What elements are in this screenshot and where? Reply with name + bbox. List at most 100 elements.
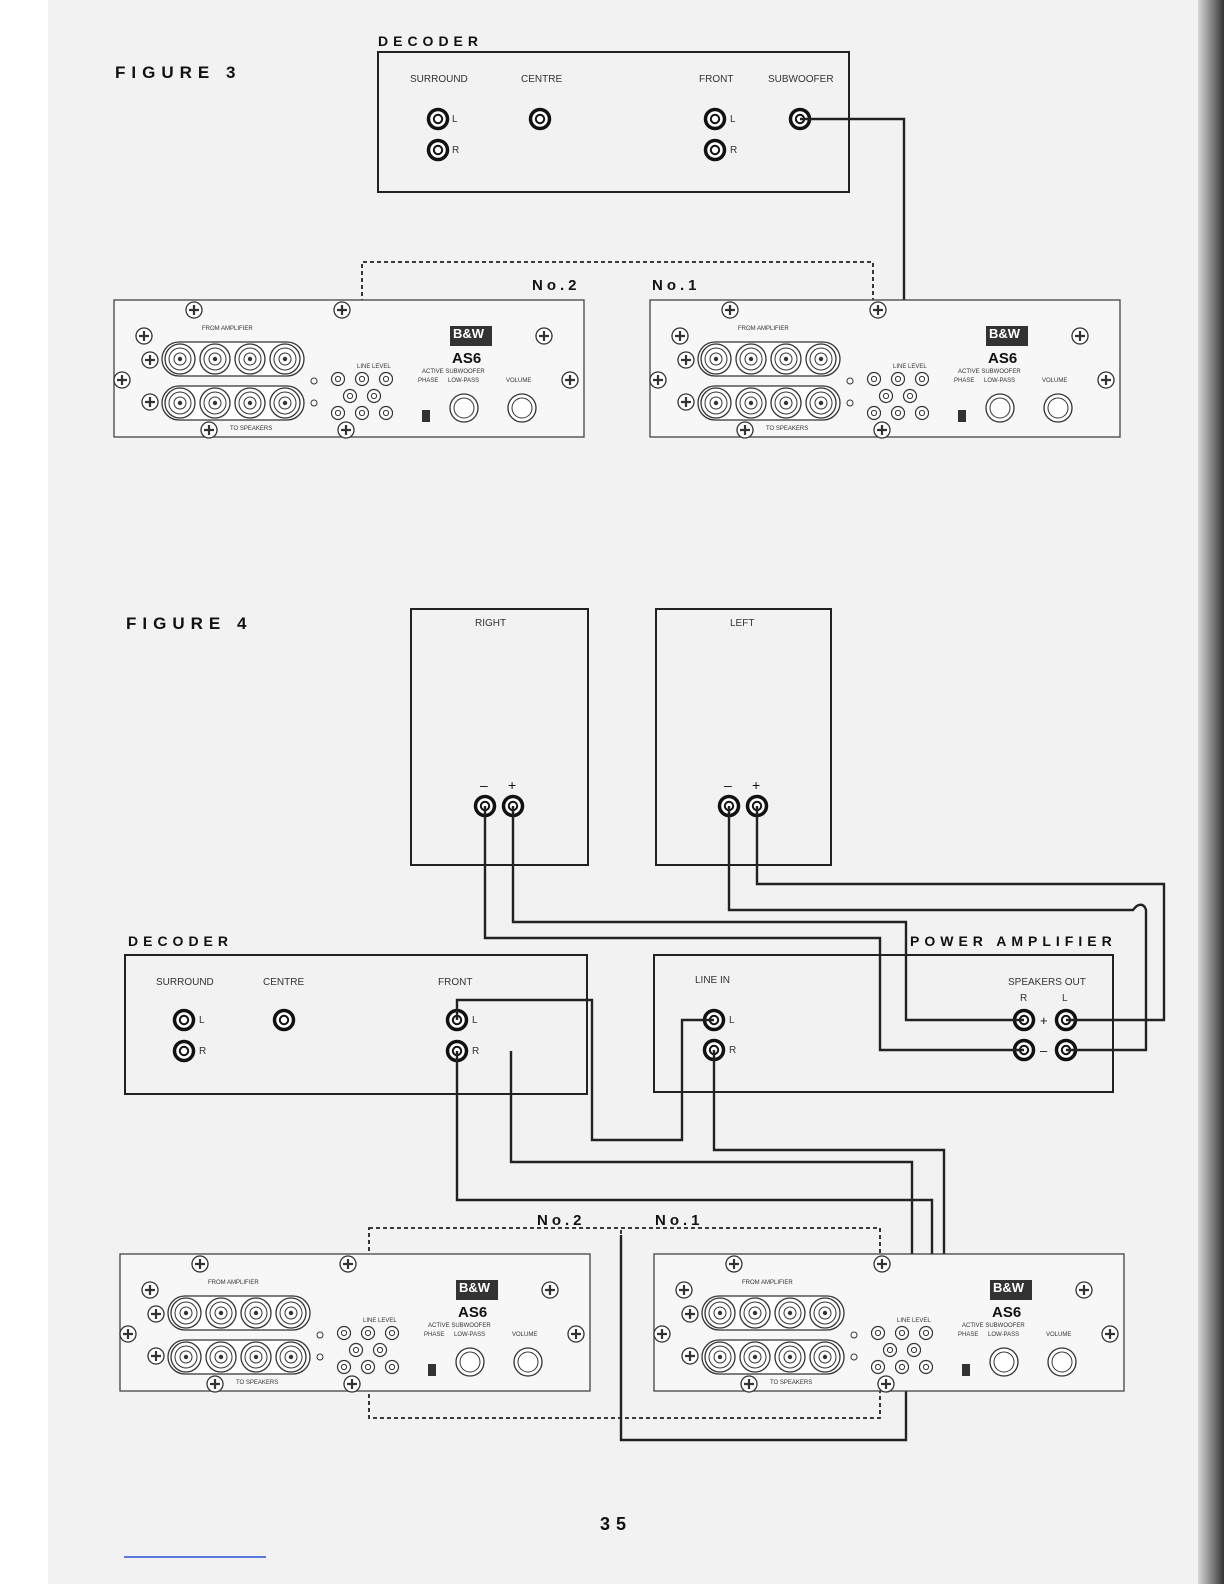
- decoder-title: DECODER: [128, 933, 233, 949]
- sub-no2-label: No.2: [537, 1212, 586, 1229]
- subtitle-label: ACTIVE SUBWOOFER: [428, 1323, 491, 1329]
- brand-label: B&W: [989, 326, 1021, 341]
- plus-label: +: [1040, 1013, 1048, 1028]
- subtitle-label: ACTIVE SUBWOOFER: [422, 369, 485, 375]
- line-level-label: LINE LEVEL: [897, 1318, 931, 1324]
- centre-jack: [528, 107, 552, 131]
- subwoofer-panel-no2: [114, 300, 584, 438]
- subwoofer-panel-no1: [654, 1254, 1124, 1392]
- phase-label: PHASE: [954, 378, 974, 384]
- jack-r-label: R: [730, 145, 737, 156]
- subwoofer-panel-no2: [120, 1254, 590, 1392]
- low-pass-label: LOW-PASS: [988, 1332, 1019, 1338]
- to-speakers-label: TO SPEAKERS: [236, 1380, 278, 1386]
- from-amplifier-label: FROM AMPLIFIER: [202, 326, 253, 332]
- low-pass-label: LOW-PASS: [448, 378, 479, 384]
- page-edge-shadow: [1198, 0, 1224, 1584]
- jack-l-label: L: [199, 1015, 205, 1026]
- model-label: AS6: [452, 350, 481, 367]
- amp-r-label: R: [1020, 993, 1027, 1004]
- model-label: AS6: [992, 1304, 1021, 1321]
- minus-label: –: [480, 777, 488, 793]
- surround-right-jack: [426, 138, 450, 162]
- decoder-title: DECODER: [378, 33, 483, 49]
- brand-label: B&W: [993, 1280, 1025, 1295]
- decoder-box: [124, 954, 588, 1095]
- subwoofer-label: SUBWOOFER: [768, 74, 834, 85]
- to-speakers-label: TO SPEAKERS: [766, 426, 808, 432]
- right-speaker-box: [410, 608, 589, 866]
- plus-label: +: [752, 777, 760, 793]
- left-speaker-plus-wire: [755, 806, 1166, 1022]
- minus-label: –: [1040, 1043, 1048, 1058]
- figure-4: FIGURE 4 RIGHT – + LEFT – + DECODER SURR…: [120, 608, 1166, 1442]
- sub-no1-label: No.1: [655, 1212, 704, 1229]
- right-speaker-plus-wire: [511, 806, 1024, 1022]
- phase-label: PHASE: [424, 1332, 444, 1338]
- front-label: FRONT: [699, 74, 733, 85]
- front-left-line-cable: [455, 998, 714, 1142]
- surround-label: SURROUND: [156, 977, 214, 988]
- surround-label: SURROUND: [410, 74, 468, 85]
- sub-no1-label: No.1: [652, 277, 701, 294]
- left-speaker-minus-wire: [727, 806, 1148, 1052]
- brand-label: B&W: [453, 326, 485, 341]
- low-pass-label: LOW-PASS: [454, 1332, 485, 1338]
- surround-left-jack: [172, 1008, 196, 1032]
- volume-label: VOLUME: [506, 378, 531, 384]
- centre-jack: [272, 1008, 296, 1032]
- front-right-jack: [703, 138, 727, 162]
- to-speakers-label: TO SPEAKERS: [230, 426, 272, 432]
- page-number: 35: [600, 1514, 632, 1534]
- amp-l-label: L: [1062, 993, 1068, 1004]
- sub-panel-labels-no2: B&W AS6 ACTIVE SUBWOOFER FROM AMPLIFIER …: [208, 1280, 537, 1386]
- from-amplifier-label: FROM AMPLIFIER: [738, 326, 789, 332]
- decoder-box: [377, 51, 850, 193]
- sub-panel-labels-no1: B&W AS6 ACTIVE SUBWOOFER FROM AMPLIFIER …: [742, 1280, 1071, 1386]
- volume-label: VOLUME: [1046, 1332, 1071, 1338]
- subtitle-label: ACTIVE SUBWOOFER: [962, 1323, 1025, 1329]
- line-level-label: LINE LEVEL: [893, 364, 927, 370]
- subwoofer-panel-no1: [650, 300, 1120, 438]
- line-in-label: LINE IN: [695, 975, 730, 986]
- line-level-label: LINE LEVEL: [363, 1318, 397, 1324]
- line-level-label: LINE LEVEL: [357, 364, 391, 370]
- figure-3-title: FIGURE 3: [115, 63, 241, 82]
- jack-r-label: R: [452, 145, 459, 156]
- phase-label: PHASE: [418, 378, 438, 384]
- left-speaker-box: [655, 608, 832, 866]
- sub-no2-label: No.2: [532, 277, 581, 294]
- centre-label: CENTRE: [521, 74, 562, 85]
- model-label: AS6: [458, 1304, 487, 1321]
- jack-l-label: L: [730, 114, 736, 125]
- right-speaker-label: RIGHT: [475, 618, 506, 629]
- sub-panel-labels-no2: B&W AS6 ACTIVE SUBWOOFER FROM AMPLIFIER …: [202, 326, 531, 432]
- plus-label: +: [508, 777, 516, 793]
- jack-l-label: L: [472, 1015, 478, 1026]
- left-speaker-label: LEFT: [730, 618, 754, 629]
- jack-l-label: L: [729, 1015, 735, 1026]
- figure-4-title: FIGURE 4: [126, 614, 252, 633]
- volume-label: VOLUME: [1042, 378, 1067, 384]
- power-amplifier-box: [653, 954, 1114, 1093]
- minus-label: –: [724, 777, 732, 793]
- from-amplifier-label: FROM AMPLIFIER: [208, 1280, 259, 1286]
- brand-label: B&W: [459, 1280, 491, 1295]
- right-speaker-minus-wire: [483, 806, 1024, 1052]
- subwoofer-cable: [800, 117, 906, 380]
- to-speakers-label: TO SPEAKERS: [770, 1380, 812, 1386]
- from-amplifier-label: FROM AMPLIFIER: [742, 1280, 793, 1286]
- jack-r-label: R: [199, 1046, 206, 1057]
- front-label: FRONT: [438, 977, 472, 988]
- subtitle-label: ACTIVE SUBWOOFER: [958, 369, 1021, 375]
- speakers-out-label: SPEAKERS OUT: [1008, 977, 1086, 988]
- surround-right-jack: [172, 1039, 196, 1063]
- jack-r-label: R: [472, 1046, 479, 1057]
- phase-label: PHASE: [958, 1332, 978, 1338]
- surround-left-jack: [426, 107, 450, 131]
- volume-label: VOLUME: [512, 1332, 537, 1338]
- jack-l-label: L: [452, 114, 458, 125]
- power-amplifier-title: POWER AMPLIFIER: [910, 933, 1117, 949]
- model-label: AS6: [988, 350, 1017, 367]
